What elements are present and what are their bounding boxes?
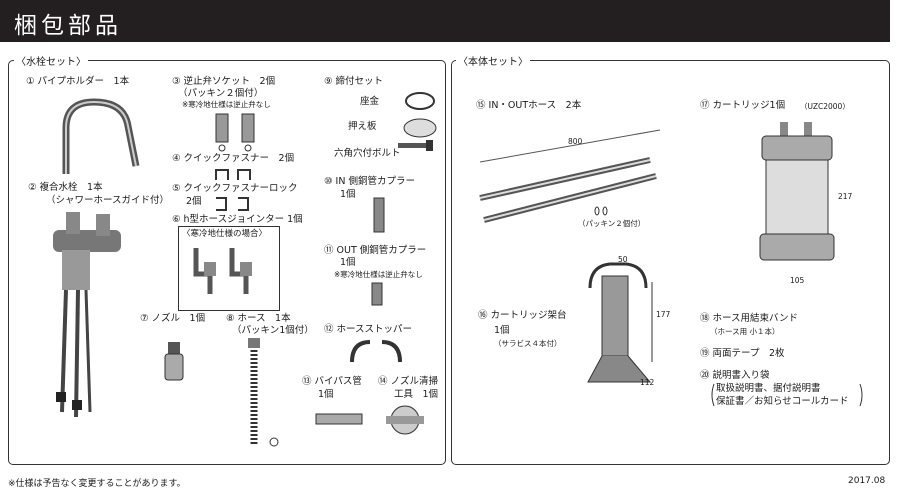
inout-hose-image: [479, 129, 661, 223]
item-out-coupler-qty: 1個: [340, 257, 356, 268]
item-bolt-set: ⑨ 締付セット: [324, 76, 384, 87]
item-washer: 座金: [360, 96, 380, 107]
quick-fastener-image: [215, 169, 251, 180]
item-out-coupler-note: ※寒冷地仕様は逆止弁なし: [334, 270, 423, 279]
item-bracket-qty: 1個: [494, 325, 510, 336]
item-in-coupler: ⑩ IN 側銅管カプラー: [324, 176, 415, 187]
item-hose: ⑧ ホース 1本: [226, 313, 291, 324]
cartridge-height-dim: 217: [838, 192, 853, 201]
item-bypass-qty: 1個: [318, 389, 334, 400]
nozzle-image: [164, 342, 184, 381]
quick-lock-image: [216, 197, 249, 211]
item-band-sub: （ホース用 小１本）: [710, 327, 780, 336]
item-hose-stopper: ⑫ ホースストッパー: [324, 324, 413, 335]
h-jointer-image: [193, 248, 252, 294]
item-hex-bolt: 六角穴付ボルト: [334, 148, 401, 159]
bracket-depth-dim: 112: [640, 378, 655, 387]
faucet-set-panel: [8, 60, 446, 465]
item-hose-sub: （パッキン1個付）: [232, 325, 314, 336]
page-title: 梱包部品: [14, 13, 122, 39]
hose-length-dim: 800: [568, 137, 583, 146]
cartridge-model: （UZC2000）: [800, 102, 850, 111]
item-mixer: ② 複合水栓 1本: [28, 182, 103, 193]
item-in-coupler-qty: 1個: [340, 189, 356, 200]
item-packing: （パッキン２個付）: [578, 219, 646, 228]
item-check-socket-sub: （パッキン２個付）: [178, 88, 264, 99]
footer-date: 2017.08: [848, 476, 886, 486]
item-inout-hose: ⑮ IN・OUTホース 2本: [476, 100, 582, 111]
bracket-width-dim: 50: [618, 255, 628, 264]
item-bracket-sub: （サラビス４本付）: [494, 339, 562, 348]
cold-region-label: 〈寒冷地仕様の場合〉: [182, 229, 268, 239]
item-docs-line1: 取扱説明書、据付説明書: [716, 383, 821, 394]
mixer-faucet-image: [53, 212, 121, 418]
cartridge-image: [759, 122, 835, 261]
bracket-image: [587, 262, 653, 383]
item-h-jointer: ⑥ h型ホースジョインター 1個: [172, 214, 303, 225]
item-press-plate: 押え板: [348, 121, 377, 132]
pipe-holder-image: [62, 98, 140, 174]
item-nozzle-cleaner: ⑭ ノズル清掃: [378, 376, 439, 387]
item-pipe-holder: ① パイプホルダー 1本: [26, 76, 130, 87]
nozzle-cleaner-image: [386, 405, 424, 435]
cartridge-width-dim: 105: [790, 276, 805, 285]
item-docs-line2: 保証書／お知らせコールカード: [716, 396, 849, 407]
item-quick-lock: ⑤ クイックファスナーロック: [172, 183, 298, 194]
item-mixer-sub: （シャワーホースガイド付）: [46, 195, 170, 206]
body-set-title: 〈本体セット〉: [456, 53, 530, 68]
item-cartridge: ⑰ カートリッジ1個: [700, 100, 786, 111]
item-nozzle: ⑦ ノズル 1個: [140, 313, 206, 324]
check-socket-image: [215, 113, 255, 152]
item-check-socket: ③ 逆止弁ソケット 2個: [172, 76, 276, 87]
hose-stopper-image: [350, 340, 402, 363]
item-bracket: ⑯ カートリッジ架台: [478, 310, 567, 321]
bracket-height-dim: 177: [656, 310, 671, 319]
hex-bolt-image: [398, 140, 433, 151]
page-header: 梱包部品: [0, 0, 890, 42]
item-bypass: ⑬ バイパス管: [302, 376, 362, 387]
body-set-panel: [451, 60, 890, 465]
faucet-set-title: 〈水栓セット〉: [14, 53, 88, 68]
item-nozzle-cleaner-qty: 工具 1個: [394, 389, 439, 400]
washer-image: [405, 92, 435, 110]
out-coupler-image: [371, 282, 383, 306]
item-band: ⑱ ホース用結束バンド: [700, 313, 799, 324]
press-plate-image: [403, 118, 437, 138]
item-tape: ⑲ 両面テープ 2枚: [700, 348, 785, 359]
item-quick-lock-qty: 2個: [186, 196, 202, 207]
in-coupler-image: [373, 197, 385, 233]
hose-image: [248, 338, 279, 447]
bypass-image: [315, 413, 363, 425]
item-quick-fastener: ④ クイックファスナー 2個: [172, 153, 295, 164]
cold-region-box: [178, 226, 280, 311]
packing-image: [594, 206, 608, 216]
item-docs: ⑳ 説明書入り袋: [700, 370, 770, 381]
item-check-socket-note: ※寒冷地仕様は逆止弁なし: [182, 100, 271, 109]
footer-note: ※仕様は予告なく変更することがあります。: [8, 479, 186, 489]
item-out-coupler: ⑪ OUT 側銅管カプラー: [324, 245, 427, 256]
docs-brackets: [711, 383, 863, 407]
